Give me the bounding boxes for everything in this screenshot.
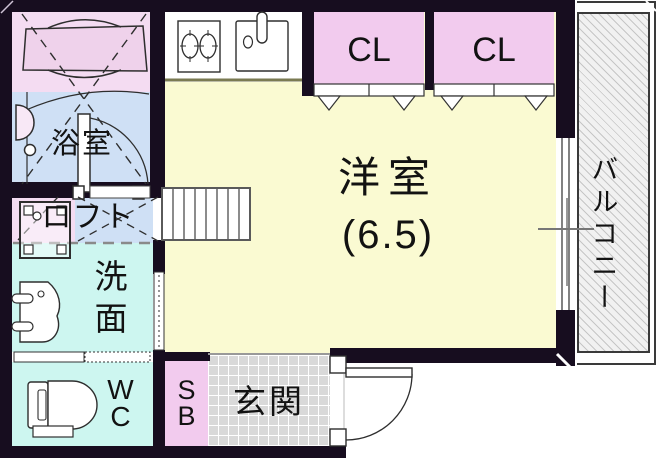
wall-shoebox-top bbox=[160, 352, 210, 361]
wall-bottom bbox=[0, 446, 346, 458]
closet-2-label: CL bbox=[472, 31, 516, 69]
entrance-tile-area bbox=[208, 355, 330, 446]
wall-bath-loft bbox=[12, 182, 165, 198]
wall-kitchen-closet bbox=[302, 0, 314, 96]
wall-balcony-side bbox=[556, 0, 575, 366]
bathroom-label: 浴室 bbox=[50, 128, 113, 160]
wc-label: W C bbox=[107, 374, 134, 432]
entrance-label: 玄関 bbox=[233, 383, 305, 420]
wall-under-stairs bbox=[153, 240, 165, 274]
western-room-label: 洋室 bbox=[337, 154, 438, 201]
wall-left-of-shoebox bbox=[153, 350, 165, 446]
wall-top bbox=[0, 0, 575, 12]
wall-closet-divider bbox=[425, 10, 434, 90]
wall-bottom-right bbox=[330, 348, 562, 363]
bathtub-zone bbox=[12, 8, 150, 92]
closet-1-label: CL bbox=[347, 31, 391, 69]
closet-1 bbox=[314, 12, 424, 84]
loft-label: ロフト bbox=[41, 201, 135, 234]
kitchen-area bbox=[165, 10, 302, 82]
balcony-floor bbox=[577, 12, 650, 353]
western-room-size-label: (6.5) bbox=[341, 213, 435, 257]
shoe-box bbox=[165, 361, 208, 446]
closet-2 bbox=[434, 12, 554, 84]
washroom-label: 洗 面 bbox=[94, 258, 128, 338]
wall-bath-kitchen bbox=[150, 0, 165, 190]
wall-left bbox=[0, 0, 12, 458]
balcony-label: バルコニー bbox=[587, 154, 618, 315]
shoe-box-label: S B bbox=[177, 375, 196, 431]
